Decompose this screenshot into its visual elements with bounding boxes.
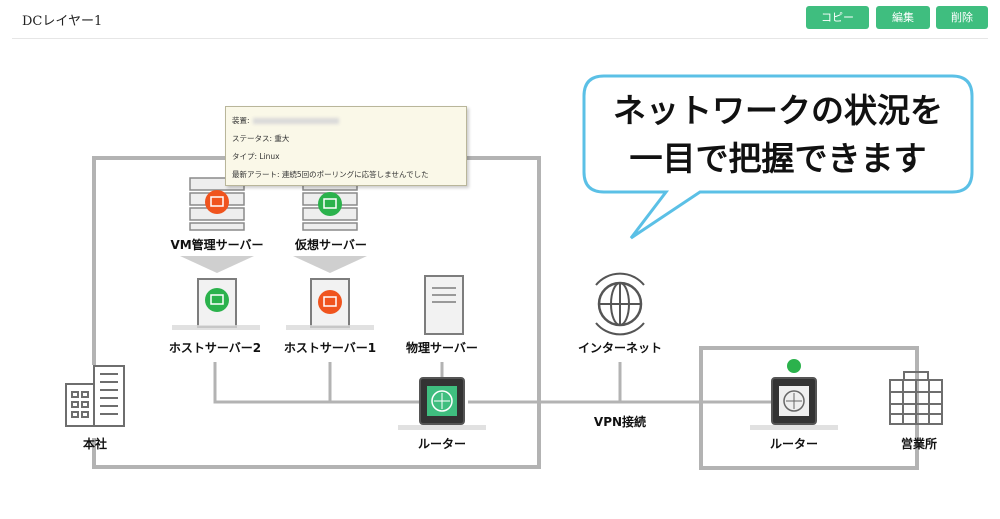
tooltip-type: タイプ: Linux — [232, 152, 280, 161]
physical-server[interactable] — [424, 275, 464, 335]
host-server-1-label: ホストサーバー1 — [284, 341, 376, 355]
arrow-down-icon — [293, 256, 367, 273]
host-server-1[interactable] — [286, 278, 374, 330]
monitor-icon — [210, 294, 224, 305]
status-ok-icon — [787, 359, 801, 373]
branch-label: 営業所 — [901, 436, 937, 451]
building-icon — [65, 365, 125, 427]
tooltip-device-label: 装置: — [232, 116, 250, 125]
tooltip-status: ステータス: 重大 — [232, 134, 290, 143]
header-divider — [12, 38, 988, 39]
internet-globe[interactable] — [595, 272, 645, 336]
status-ok-icon — [318, 192, 342, 216]
status-ok-icon — [205, 288, 229, 312]
router-hq-label: ルーター — [418, 437, 466, 451]
tooltip-device-row: 装置: — [232, 115, 339, 126]
monitor-icon — [323, 296, 337, 307]
vpn-label: VPN接続 — [594, 414, 646, 429]
callout-line-2: 一目で把握できます — [630, 139, 927, 178]
blurred-address — [398, 425, 486, 430]
host-server-2-label: ホストサーバー2 — [169, 341, 261, 355]
blurred-address — [172, 325, 260, 330]
virtual-server-label: 仮想サーバー — [294, 237, 367, 252]
page-title: DCレイヤー1 — [22, 14, 103, 29]
host-server-2[interactable] — [172, 278, 260, 330]
edit-button[interactable]: 編集 — [876, 6, 930, 29]
arrow-down-icon — [180, 256, 254, 273]
callout-bubble: ネットワークの状況を 一目で把握できます — [582, 74, 974, 240]
blurred-address — [286, 325, 374, 330]
internet-label: インターネット — [578, 341, 662, 355]
blurred-address — [252, 118, 339, 124]
status-critical-icon — [205, 190, 229, 214]
router-branch-label: ルーター — [770, 437, 818, 451]
router-hq[interactable] — [398, 377, 486, 430]
tooltip-alert: 最新アラート: 連続5回のポーリングに応答しませんでした — [232, 170, 429, 179]
callout-line-1: ネットワークの状況を — [613, 91, 943, 130]
hq-network-outline — [92, 156, 541, 469]
monitor-icon — [210, 196, 224, 207]
link-host2 — [213, 362, 420, 404]
vm-mgmt-server[interactable] — [189, 177, 245, 231]
status-critical-icon — [318, 290, 342, 314]
monitor-icon — [323, 198, 337, 209]
delete-button[interactable]: 削除 — [936, 6, 988, 29]
copy-button[interactable]: コピー — [806, 6, 869, 29]
physical-server-label: 物理サーバー — [406, 340, 478, 355]
header-bar: DCレイヤー1 コピー 編集 削除 — [0, 0, 1000, 38]
blurred-address — [750, 425, 838, 430]
router-branch[interactable] — [750, 377, 838, 430]
office-building-icon — [889, 371, 943, 425]
vm-mgmt-server-label: VM管理サーバー — [170, 237, 263, 252]
hq-label: 本社 — [83, 436, 107, 451]
device-tooltip: 装置: ステータス: 重大 タイプ: Linux 最新アラート: 連続5回のポー… — [225, 106, 467, 186]
